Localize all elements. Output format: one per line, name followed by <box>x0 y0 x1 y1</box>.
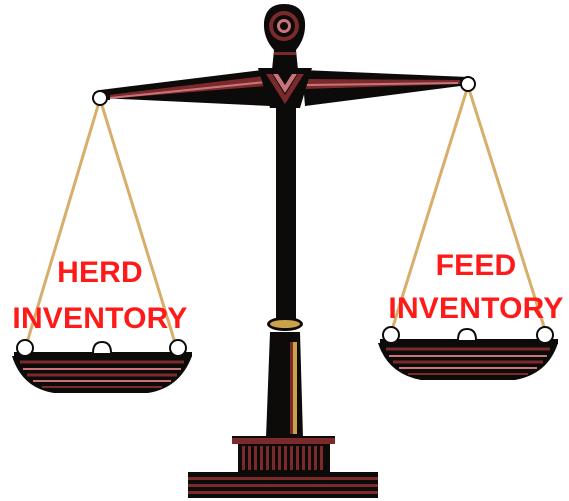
left-label-line1: HERD <box>57 256 143 289</box>
top-finial <box>263 4 306 70</box>
center-post <box>266 96 303 438</box>
right-pan <box>378 326 558 380</box>
right-pan-label: FEED INVENTORY <box>388 249 563 325</box>
left-pan <box>12 339 192 393</box>
left-pan-label: HERD INVENTORY <box>12 256 187 335</box>
right-hanger-ring <box>460 76 476 92</box>
scale-base <box>188 436 378 498</box>
left-label-line2: INVENTORY <box>12 302 187 335</box>
left-pan-ropes <box>24 98 178 347</box>
right-pan-ropes <box>389 85 548 334</box>
left-hanger-ring <box>92 90 108 106</box>
right-label-line2: INVENTORY <box>388 292 563 325</box>
right-label-line1: FEED <box>436 249 517 282</box>
balance-beam <box>94 68 474 108</box>
